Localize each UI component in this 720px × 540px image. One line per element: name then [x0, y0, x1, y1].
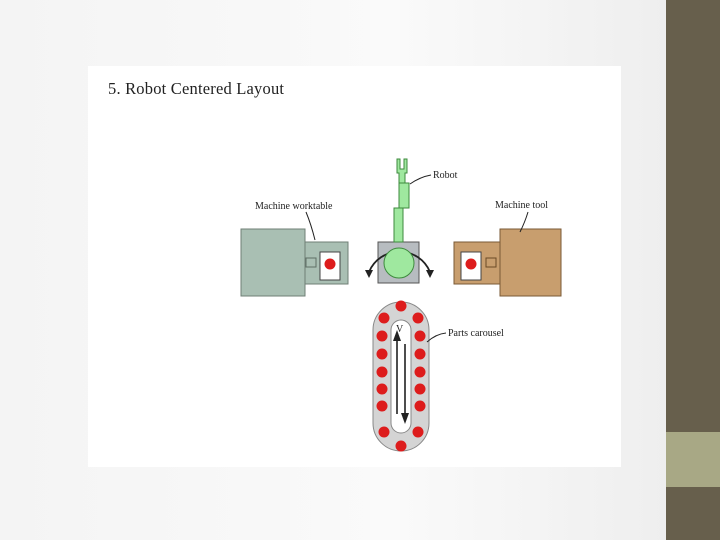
carousel-down-arrowhead-icon: [401, 413, 409, 424]
carousel-part: [378, 426, 390, 438]
robot-centered-layout-diagram: V Robot Machine worktable Machine tool P…: [240, 158, 562, 452]
carousel-part: [412, 312, 424, 324]
carousel-part: [376, 383, 388, 395]
parts-carousel-inner: [390, 319, 412, 434]
machine-worktable-body: [240, 228, 306, 297]
carousel-part: [414, 330, 426, 342]
carousel-part: [376, 348, 388, 360]
rotation-arrowhead-left-icon: [365, 270, 373, 278]
carousel-part: [412, 426, 424, 438]
carousel-up-arrowhead-icon: [393, 330, 401, 341]
machine-worktable-label: Machine worktable: [255, 201, 333, 212]
robot-callout-leader: [409, 174, 432, 185]
carousel-part: [376, 366, 388, 378]
slide-side-accent: [666, 432, 720, 487]
machine-worktable-part: [324, 258, 336, 270]
carousel-parts: [376, 300, 426, 452]
machine-tool-label: Machine tool: [495, 200, 548, 211]
machine-tool-body: [499, 228, 562, 297]
carousel-part: [376, 400, 388, 412]
carousel-part: [414, 383, 426, 395]
machine-tool-callout-leader: [519, 211, 529, 233]
carousel-part: [414, 400, 426, 412]
machine-tool-slot: [485, 257, 497, 268]
machine-tool-part: [465, 258, 477, 270]
parts-carousel-label: Parts carousel: [448, 328, 504, 339]
rotation-arrowhead-right-icon: [426, 270, 434, 278]
machine-worktable-slot: [305, 257, 317, 268]
carousel-part: [414, 348, 426, 360]
carousel-callout-leader: [426, 332, 447, 343]
slide-title: 5. Robot Centered Layout: [108, 79, 285, 98]
carousel-part: [376, 330, 388, 342]
velocity-label: V: [396, 324, 404, 335]
slide-image-card: 5. Robot Centered Layout: [88, 66, 621, 467]
carousel-part: [395, 300, 407, 312]
worktable-callout-leader: [305, 211, 316, 241]
robot-label: Robot: [433, 170, 458, 181]
carousel-part: [414, 366, 426, 378]
carousel-part: [378, 312, 390, 324]
carousel-part: [395, 440, 407, 452]
robot-arm: [383, 158, 415, 279]
